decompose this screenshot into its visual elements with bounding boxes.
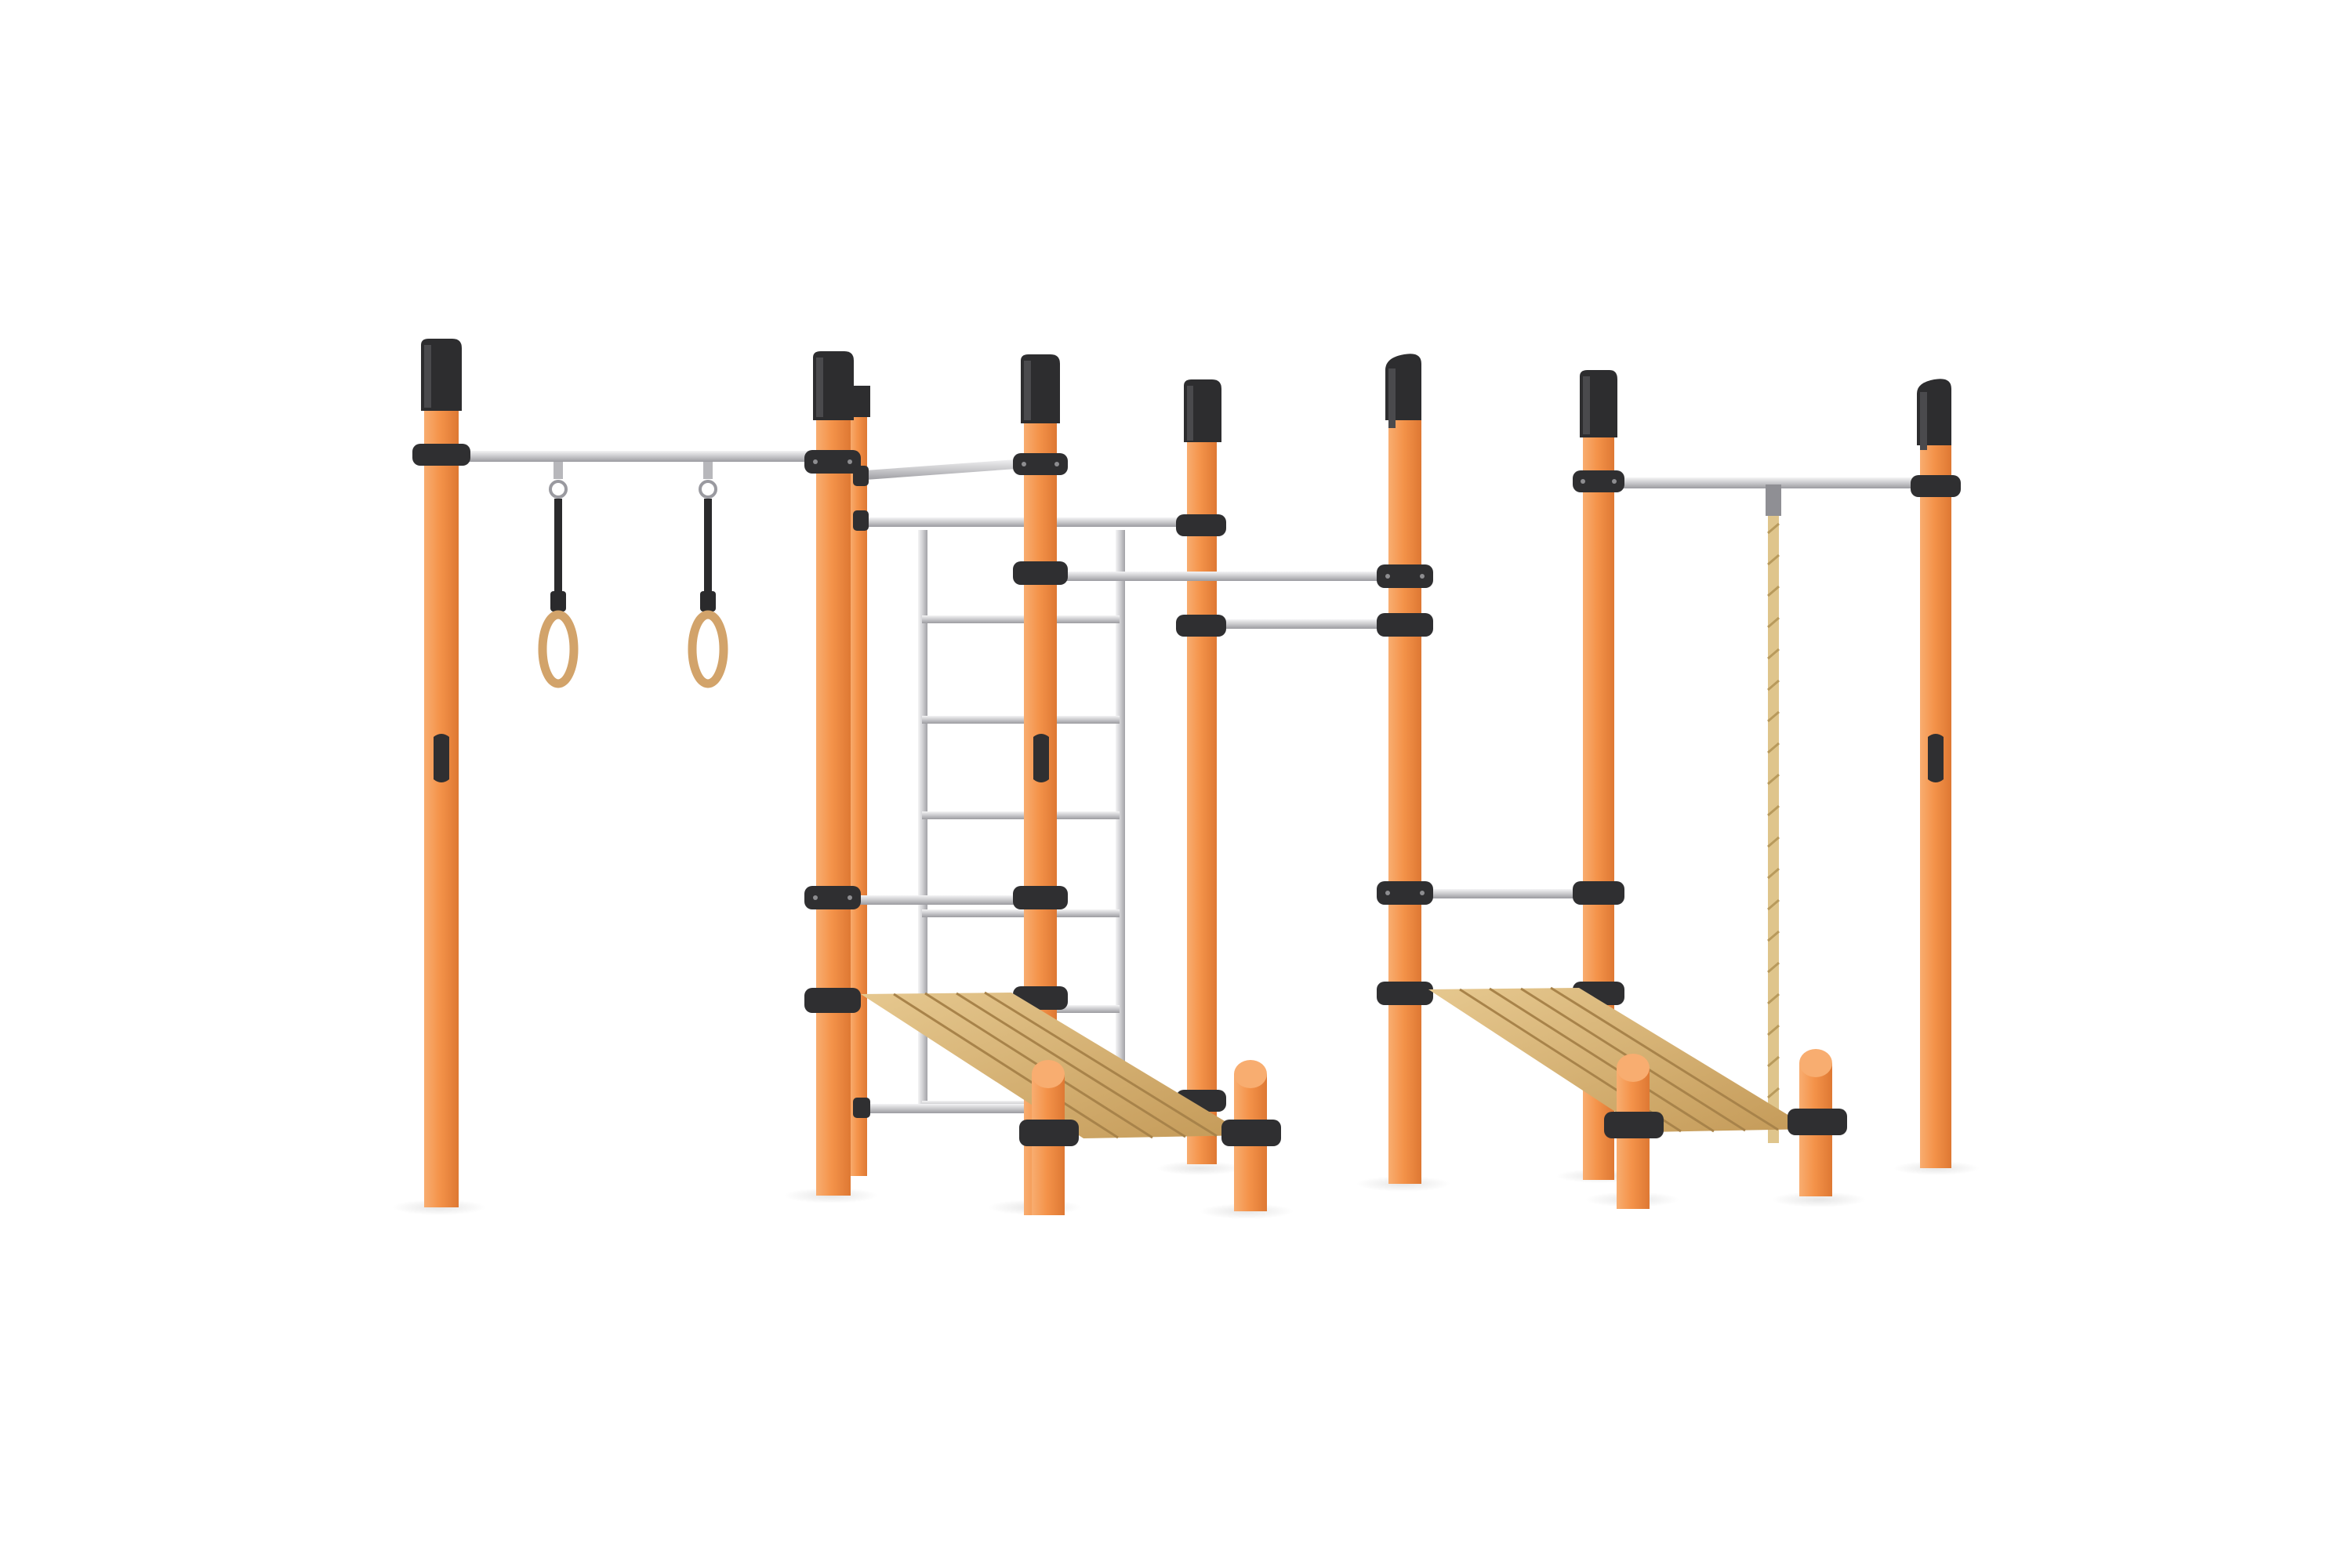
ring-left <box>538 462 579 688</box>
dip-bar-upper <box>1044 572 1389 581</box>
rope-pull-up-bar <box>1607 477 1936 488</box>
rings-pull-up-bar <box>443 451 827 462</box>
post-main-left <box>813 351 854 1196</box>
post-far-left <box>412 339 470 1207</box>
post-mid-back <box>1184 379 1221 1164</box>
ring-right <box>688 462 728 688</box>
sit-up-bench-left <box>861 991 1281 1215</box>
climbing-rope <box>1766 485 1781 1143</box>
post-far-right <box>1917 379 1951 1168</box>
post-center-right <box>1385 354 1421 1184</box>
horizontal-bars <box>443 451 1936 905</box>
gymnastic-rings <box>538 462 728 688</box>
sit-up-bench-right <box>1428 986 1847 1209</box>
dip-bar-lower <box>1211 619 1392 629</box>
